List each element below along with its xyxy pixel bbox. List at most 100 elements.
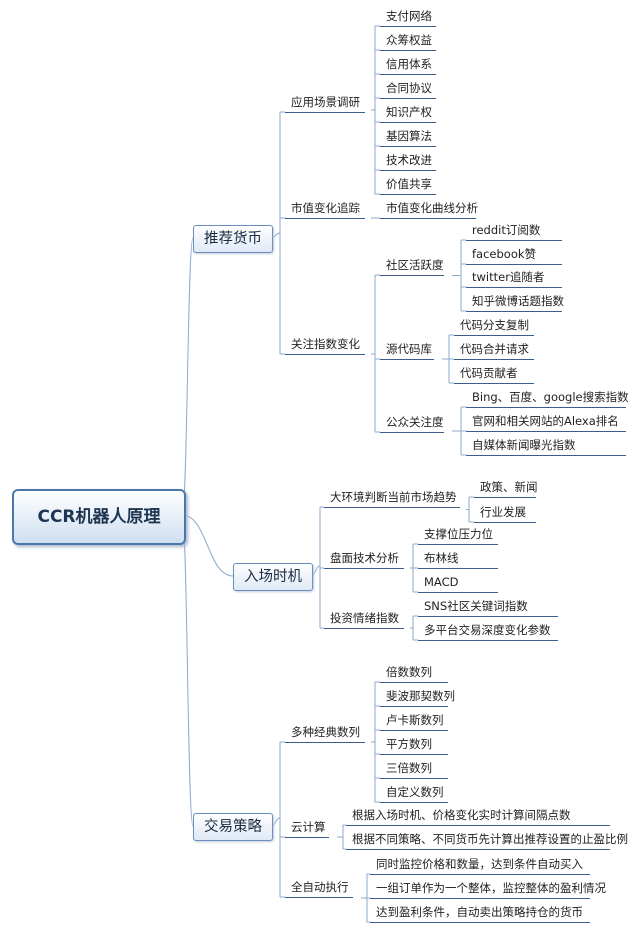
branch-2-sub-0-leaf-2: 卢卡斯数列 — [386, 713, 444, 727]
branch-1-sub-2: 投资情绪指数 — [330, 611, 399, 625]
branch-2-sub-0-leaf-4-underline — [380, 778, 448, 779]
branch-2-sub-1-leaf-0: 根据入场时机、价格变化实时计算间隔点数 — [352, 808, 571, 822]
branch-0-sub-0: 应用场景调研 — [291, 95, 360, 109]
branch-1-sub-0-leaf-0: 政策、新闻 — [480, 480, 538, 494]
branch-0-sub-0-leaf-7-underline — [380, 194, 436, 195]
branch-2-sub-0-leaf-1-underline — [380, 706, 448, 707]
branch-0-group-1-leaf-1-underline — [454, 359, 534, 360]
branch-1-sub-1-underline — [324, 568, 404, 569]
branch-2-sub-0-leaf-0-underline — [380, 682, 448, 683]
branch-1-box: 入场时机 — [233, 563, 313, 591]
branch-0-box: 推荐货币 — [193, 225, 273, 253]
branch-0-sub-0-leaf-1-underline — [380, 50, 436, 51]
branch-1-sub-1: 盘面技术分析 — [330, 551, 399, 565]
branch-0-sub-0-leaf-6-underline — [380, 170, 436, 171]
root-to-branch-line — [181, 237, 194, 516]
branch-0-sub-2-underline — [285, 354, 365, 355]
branch-0-sub-0-leaf-7: 价值共享 — [386, 177, 432, 191]
branch-1-sub-1-leaf-1-underline — [418, 568, 498, 569]
branch-0-group-1-leaf-2: 代码贡献者 — [460, 366, 518, 380]
branch-0-sub-0-leaf-4: 知识产权 — [386, 105, 432, 119]
branch-2-sub-2-leaf-2: 达到盈利条件，自动卖出策略持仓的货币 — [376, 905, 583, 919]
branch-2-sub-0-leaf-5: 自定义数列 — [386, 785, 444, 799]
branch-0-sub-2-group-1: 源代码库 — [386, 342, 432, 356]
branch-0-group-2-leaf-1: 官网和相关网站的Alexa排名 — [472, 414, 619, 428]
branch-0-sub-0-leaf-0-underline — [380, 26, 436, 27]
branch-2-sub-1: 云计算 — [291, 820, 326, 834]
branch-2-sub-0-leaf-3-underline — [380, 754, 448, 755]
root-to-branch-line — [181, 514, 234, 577]
branch-1-sub-1-leaf-0-underline — [418, 544, 498, 545]
branch-2-sub-2-underline — [285, 897, 353, 898]
branch-0-sub-0-leaf-2-underline — [380, 74, 436, 75]
branch-1-sub-2-leaf-0: SNS社区关键词指数 — [424, 599, 528, 613]
branch-0-sub-0-leaf-0: 支付网络 — [386, 9, 432, 23]
branch-0-sub-1-leaf-0: 市值变化曲线分析 — [386, 201, 478, 215]
branch-2-sub-0-leaf-0: 倍数数列 — [386, 665, 432, 679]
branch-0-sub-0-underline — [285, 112, 365, 113]
branch-2-sub-2-leaf-1-underline — [370, 898, 590, 899]
branch-2-sub-1-leaf-1-underline — [346, 849, 610, 850]
branch-2-sub-0: 多种经典数列 — [291, 725, 360, 739]
branch-1-sub-0-leaf-1: 行业发展 — [480, 505, 526, 519]
branch-2-sub-0-underline — [285, 742, 365, 743]
branch-0-sub-1-leaf-0-underline — [380, 218, 476, 219]
branch-0-sub-0-leaf-4-underline — [380, 122, 436, 123]
branch-2-sub-0-leaf-4: 三倍数列 — [386, 761, 432, 775]
branch-2-sub-2-leaf-0-underline — [370, 874, 590, 875]
branch-2-sub-2-leaf-0: 同时监控价格和数量，达到条件自动买入 — [376, 857, 583, 871]
branch-0-group-1-leaf-2-underline — [454, 383, 534, 384]
branch-1-sub-2-leaf-1-underline — [418, 640, 558, 641]
branch-0-group-0-leaf-2: twitter追随者 — [472, 270, 545, 284]
branch-0-sub-2-group-1-underline — [380, 359, 434, 360]
branch-2-sub-2: 全自动执行 — [291, 880, 349, 894]
branch-0-sub-2-group-2-underline — [380, 432, 444, 433]
branch-0-group-2-leaf-2: 自媒体新闻曝光指数 — [472, 438, 576, 452]
branch-1-sub-2-leaf-0-underline — [418, 616, 558, 617]
branch-0-sub-0-leaf-3: 合同协议 — [386, 81, 432, 95]
branch-2-sub-0-leaf-3: 平方数列 — [386, 737, 432, 751]
branch-0-group-0-leaf-3-underline — [466, 311, 562, 312]
branch-0-sub-0-leaf-5-underline — [380, 146, 436, 147]
branch-2-sub-2-leaf-1: 一组订单作为一个整体，监控整体的盈利情况 — [376, 881, 606, 895]
branch-1-sub-1-leaf-2: MACD — [424, 575, 459, 589]
branch-0-sub-2-group-0-underline — [380, 275, 444, 276]
branch-0-sub-2: 关注指数变化 — [291, 337, 360, 351]
branch-0-sub-0-leaf-2: 信用体系 — [386, 57, 432, 71]
branch-1-sub-1-leaf-0: 支撑位压力位 — [424, 527, 493, 541]
branch-0-sub-1-underline — [285, 218, 365, 219]
branch-0-sub-0-leaf-5: 基因算法 — [386, 129, 432, 143]
branch-2-sub-2-leaf-2-underline — [370, 922, 590, 923]
branch-1-sub-0: 大环境判断当前市场趋势 — [330, 490, 457, 504]
branch-1-sub-2-underline — [324, 628, 404, 629]
branch-0-group-0-leaf-0: reddit订阅数 — [472, 223, 541, 237]
branch-0-sub-0-leaf-1: 众筹权益 — [386, 33, 432, 47]
branch-2-sub-1-leaf-0-underline — [346, 825, 610, 826]
branch-1-sub-2-leaf-1: 多平台交易深度变化参数 — [424, 623, 551, 637]
branch-0-sub-2-group-2: 公众关注度 — [386, 415, 444, 429]
branch-2-sub-0-leaf-1: 斐波那契数列 — [386, 689, 455, 703]
branch-0-group-1-leaf-0-underline — [454, 335, 534, 336]
branch-0-group-0-leaf-2-underline — [466, 287, 562, 288]
branch-2-sub-1-leaf-1: 根据不同策略、不同货币先计算出推荐设置的止盈比例 — [352, 832, 628, 846]
branch-2-box: 交易策略 — [193, 813, 273, 841]
root-to-branch-line — [181, 514, 194, 827]
branch-2-sub-1-underline — [285, 837, 329, 838]
branch-0-sub-0-leaf-6: 技术改进 — [386, 153, 432, 167]
branch-0-group-2-leaf-1-underline — [466, 431, 626, 432]
branch-0-sub-1: 市值变化追踪 — [291, 201, 360, 215]
branch-0-group-0-leaf-3: 知乎微博话题指数 — [472, 294, 564, 308]
branch-0-sub-2-group-0: 社区活跃度 — [386, 258, 444, 272]
branch-0-group-1-leaf-0: 代码分支复制 — [460, 318, 529, 332]
branch-0-sub-0-leaf-3-underline — [380, 98, 436, 99]
branch-1-sub-0-leaf-0-underline — [474, 497, 536, 498]
branch-1-sub-0-underline — [324, 507, 460, 508]
branch-1-sub-1-leaf-1: 布林线 — [424, 551, 459, 565]
branch-0-group-1-leaf-1: 代码合并请求 — [460, 342, 529, 356]
branch-0-group-0-leaf-1-underline — [466, 264, 562, 265]
branch-0-group-2-leaf-2-underline — [466, 455, 626, 456]
branch-1-sub-0-leaf-1-underline — [474, 522, 536, 523]
branch-2-sub-0-leaf-2-underline — [380, 730, 448, 731]
